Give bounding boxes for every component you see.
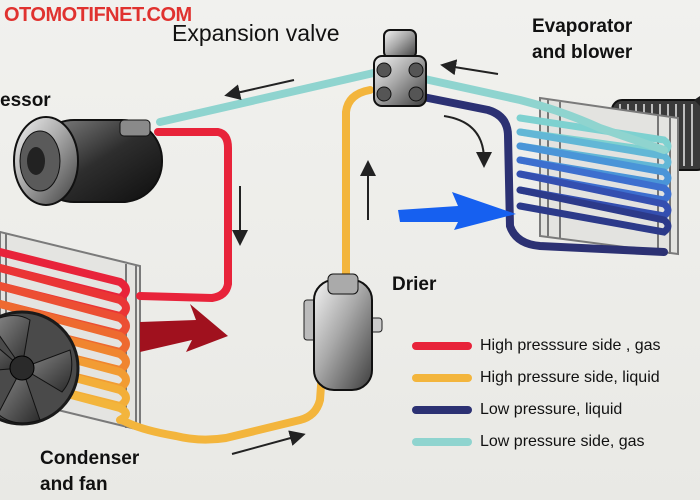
condenser-label: Condenser (40, 448, 140, 469)
flow-arrow-left-icon (224, 79, 295, 101)
pipe-low-pressure-gas-evap (416, 74, 668, 154)
watermark: OTOMOTIFNET.COM (4, 4, 192, 26)
legend-item: Low pressure, liquid (412, 397, 622, 423)
pipe-low-pressure-gas-suction (156, 68, 382, 126)
legend-item: Low pressure side, gas (412, 429, 645, 455)
pipe-high-pressure-liquid-lower (118, 368, 326, 444)
legend-swatch (412, 406, 472, 414)
evaporator-label: Evaporator (532, 16, 633, 37)
pipe-high-pressure-liquid-upper (342, 86, 374, 286)
compressor-icon (13, 116, 163, 206)
legend-swatch (412, 438, 472, 446)
drier-label: Drier (392, 274, 437, 295)
legend-item: High pressure side, liquid (412, 365, 660, 391)
cold-air-arrow-icon (398, 192, 516, 230)
legend-label: Low pressure, liquid (480, 401, 623, 418)
legend-label: High pressure side, liquid (480, 369, 660, 386)
expansion-valve-label: Expansion valve (172, 20, 340, 46)
compressor-label: essor (0, 90, 51, 111)
expansion-valve-icon (373, 29, 427, 107)
flow-arrow-curve-icon (443, 115, 492, 168)
flow-arrow-edge-icon (694, 96, 700, 106)
legend-label: High presssure side , gas (480, 337, 661, 354)
legend-swatch (412, 374, 472, 382)
condenser-fan-icon (0, 310, 80, 426)
drier-icon (303, 273, 383, 391)
flow-arrow-right-icon (231, 430, 306, 455)
hot-air-arrow-icon (140, 304, 228, 352)
pipe-high-pressure-gas (136, 128, 232, 302)
legend-item: High presssure side , gas (412, 333, 661, 359)
flow-arrow-evap-icon (440, 59, 499, 76)
legend-swatch (412, 342, 472, 350)
blower-label: and blower (532, 42, 633, 63)
pipe-low-pressure-liquid (414, 92, 668, 256)
fan-label: and fan (40, 474, 108, 495)
legend-label: Low pressure side, gas (480, 433, 645, 450)
condenser-coils (0, 248, 130, 424)
